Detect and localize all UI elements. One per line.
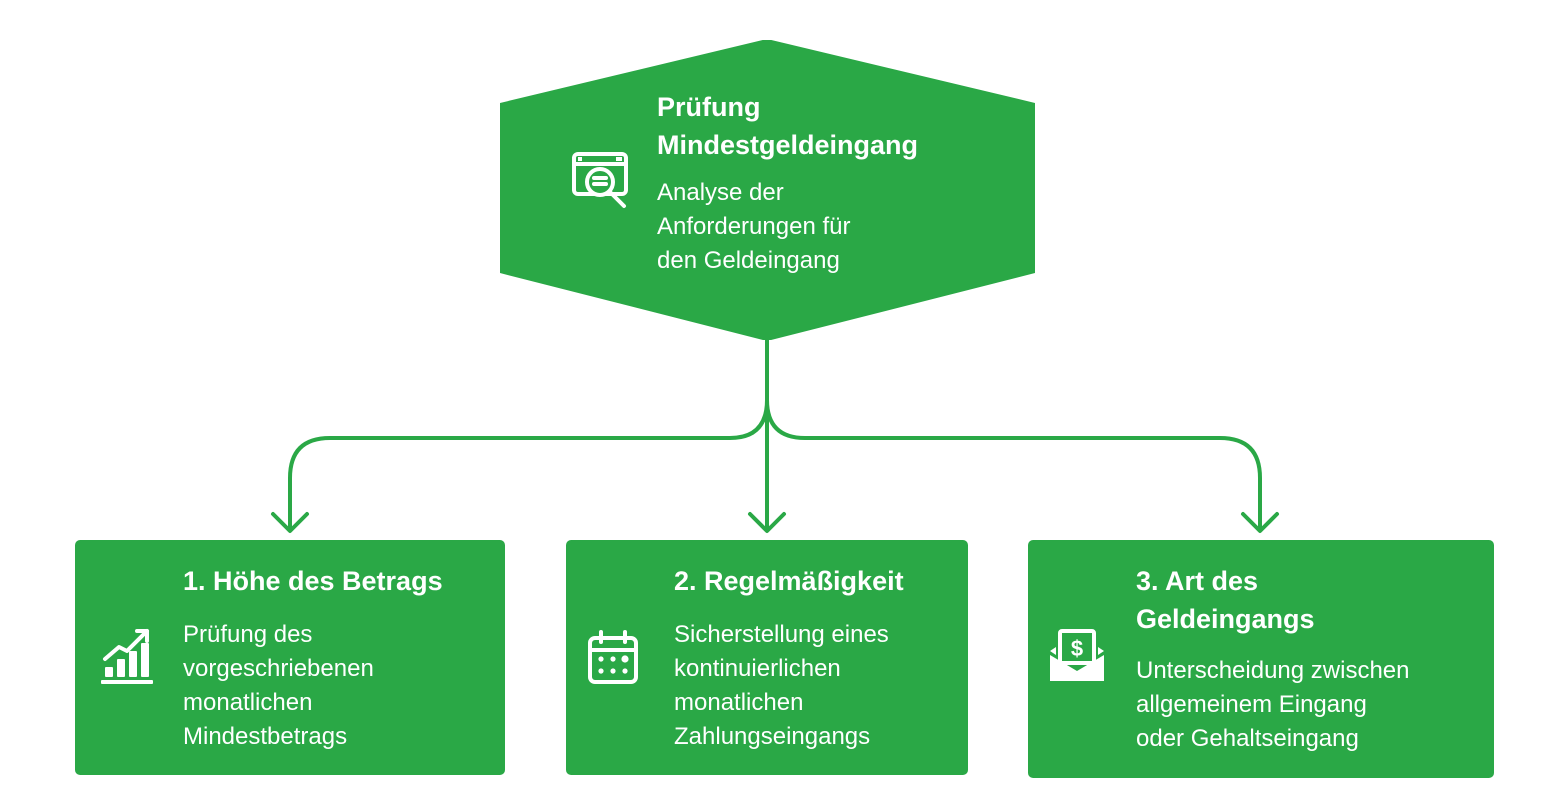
card-desc-line: kontinuierlichen: [674, 655, 841, 682]
top-node-desc-line: Anforderungen für: [657, 213, 851, 240]
card-description: Prüfung des vorgeschriebenen monatlichen…: [183, 618, 483, 754]
card-description: Sicherstellung eines kontinuierlichen mo…: [674, 618, 964, 754]
card-title-line: 3. Art des: [1136, 566, 1259, 596]
card-desc-line: Unterscheidung zwischen: [1136, 657, 1410, 684]
calendar-icon: [584, 628, 646, 690]
top-node-title: Prüfung Mindestgeldeingang: [657, 88, 1017, 164]
top-node-description: Analyse der Anforderungen für den Geldei…: [657, 176, 957, 278]
card-title-line: Geldeingangs: [1136, 604, 1315, 634]
card-regelmaessigkeit: 2. Regelmäßigkeit Sicherstellung eines k…: [566, 540, 968, 775]
top-node-desc-line: den Geldeingang: [657, 247, 840, 274]
card-desc-line: vorgeschriebenen: [183, 655, 374, 682]
document-search-icon: [570, 148, 636, 220]
card-desc-line: monatlichen: [674, 689, 804, 716]
card-desc-line: oder Gehaltseingang: [1136, 725, 1359, 752]
arrowhead-left: [271, 512, 309, 533]
card-description: Unterscheidung zwischen allgemeinem Eing…: [1136, 654, 1486, 756]
branch-left: [288, 398, 769, 530]
hexagon-shape: [500, 40, 1035, 340]
card-desc-line: Sicherstellung eines: [674, 621, 889, 648]
top-node-desc-line: Analyse der: [657, 179, 784, 206]
card-title: 3. Art des Geldeingangs: [1136, 562, 1436, 638]
top-node-title-line: Mindestgeldeingang: [657, 130, 919, 160]
card-title: 1. Höhe des Betrags: [183, 566, 443, 596]
card-title: 2. Regelmäßigkeit: [674, 566, 904, 596]
card-desc-line: Zahlungseingangs: [674, 723, 871, 750]
branch-right: [765, 398, 1262, 530]
svg-text:$: $: [1071, 636, 1083, 661]
growth-chart-icon: [97, 625, 159, 687]
card-art-geldeingang: $ 3. Art des Geldeingangs Unterscheidung…: [1028, 540, 1494, 778]
card-desc-line: Prüfung des: [183, 621, 313, 648]
card-desc-line: Mindestbetrags: [183, 723, 348, 750]
card-betrag: 1. Höhe des Betrags Prüfung des vorgesch…: [75, 540, 505, 775]
money-envelope-icon: $: [1046, 625, 1108, 687]
card-desc-line: allgemeinem Eingang: [1136, 691, 1367, 718]
top-node-title-line: Prüfung: [657, 92, 761, 122]
arrowhead-center: [748, 512, 786, 533]
card-desc-line: monatlichen: [183, 689, 313, 716]
arrowhead-right: [1241, 512, 1279, 533]
top-node: Prüfung Mindestgeldeingang Analyse der A…: [500, 40, 1035, 340]
